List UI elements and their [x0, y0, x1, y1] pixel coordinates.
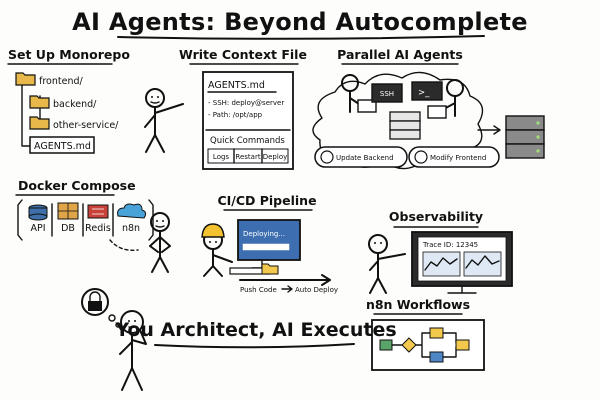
agent-avatar-icon — [320, 150, 334, 164]
n8n-workflows-heading: n8n Workflows — [366, 297, 470, 312]
agent-figure-left — [341, 74, 377, 113]
service-n8n: n8n — [122, 223, 140, 234]
observability-section: Observability Trace ID: 12345 — [368, 209, 513, 294]
stick-figure-pointing — [144, 88, 184, 153]
stick-figure-hands-on-hips — [149, 212, 171, 273]
cicd-section: CI/CD Pipeline Deploying... Push Code Au… — [201, 193, 338, 294]
flow-push-code: Push Code — [240, 286, 277, 294]
worker-figure — [201, 223, 233, 277]
bubble-update-backend: Update Backend — [314, 146, 408, 168]
n8n-workflows-section: n8n Workflows — [366, 297, 485, 371]
page-title: AI Agents: Beyond Autocomplete — [72, 8, 528, 36]
doc-line-ssh: - SSH: deploy@server — [208, 99, 284, 107]
workflow-node — [455, 339, 470, 351]
agent-avatar-icon — [414, 150, 428, 164]
doc-line-path: - Path: /opt/app — [208, 111, 263, 119]
service-db: DB — [61, 223, 75, 234]
prompt-screen-text: >_ — [418, 88, 430, 98]
bubble-modify-frontend: Modify Frontend — [408, 146, 500, 168]
context-file-section: Write Context File AGENTS.md - SSH: depl… — [179, 47, 307, 170]
lock-icon — [88, 291, 102, 311]
folder-icon — [15, 72, 36, 86]
architect-figure — [81, 288, 147, 391]
file-icon — [29, 136, 95, 154]
line-chart-icon — [465, 255, 500, 269]
trace-id-label: Trace ID: 12345 — [422, 241, 478, 249]
observability-heading: Observability — [389, 209, 483, 224]
quick-commands-heading: Quick Commands — [210, 136, 285, 146]
folder-other-service-label: other-service/ — [53, 120, 119, 131]
folder-backend-label: backend/ — [53, 99, 97, 110]
doc-title: AGENTS.md — [208, 80, 265, 91]
deploying-text: Deploying... — [243, 230, 285, 238]
tagline: You Architect, AI Executes — [114, 319, 396, 341]
monorepo-heading: Set Up Monorepo — [8, 47, 130, 62]
folder-icon — [29, 95, 50, 109]
folder-frontend-label: frontend/ — [39, 76, 83, 87]
cmd-restart[interactable]: Restart — [235, 153, 260, 161]
service-api: API — [30, 223, 45, 234]
agents-md-file-label: AGENTS.md — [34, 141, 91, 152]
server-icon — [389, 111, 421, 140]
monitor-icon — [371, 83, 403, 103]
workflow-node — [429, 351, 444, 363]
agent-figure-right — [427, 79, 464, 119]
parallel-agents-section: Parallel AI Agents SSH >_ — [312, 47, 545, 170]
line-chart-icon — [424, 257, 458, 271]
service-redis: Redis — [85, 223, 111, 234]
deploy-progress-bar — [242, 243, 290, 251]
workflow-node — [429, 327, 444, 339]
workflow-node — [401, 337, 417, 353]
parallel-agents-heading: Parallel AI Agents — [337, 47, 463, 62]
monitor-icon — [411, 81, 443, 101]
laptop-icon — [427, 105, 447, 119]
workflow-node — [379, 339, 393, 351]
flow-auto-deploy: Auto Deploy — [295, 286, 338, 294]
n8n-icon — [117, 203, 147, 219]
database-icon — [28, 204, 48, 221]
cmd-deploy[interactable]: Deploy — [263, 153, 288, 161]
stick-figure-observer — [368, 234, 406, 294]
monitor-icon — [237, 219, 301, 261]
server-icon — [505, 115, 545, 159]
laptop-icon — [357, 99, 377, 113]
bubble-modify-frontend-label: Modify Frontend — [430, 154, 486, 162]
redis-icon — [87, 204, 109, 219]
database-icon — [57, 202, 79, 220]
folder-icon — [261, 263, 279, 275]
cmd-logs[interactable]: Logs — [213, 153, 230, 161]
monorepo-section: Set Up Monorepo frontend/ backend/ other… — [7, 47, 130, 154]
cicd-heading: CI/CD Pipeline — [217, 193, 316, 208]
docker-heading: Docker Compose — [18, 178, 136, 193]
hard-hat-icon — [201, 223, 225, 238]
folder-icon — [29, 116, 50, 130]
ssh-screen-text: SSH — [380, 90, 394, 98]
bubble-update-backend-label: Update Backend — [336, 154, 394, 162]
context-file-heading: Write Context File — [179, 47, 307, 62]
docker-section: Docker Compose API DB Redis n8n — [15, 178, 154, 251]
